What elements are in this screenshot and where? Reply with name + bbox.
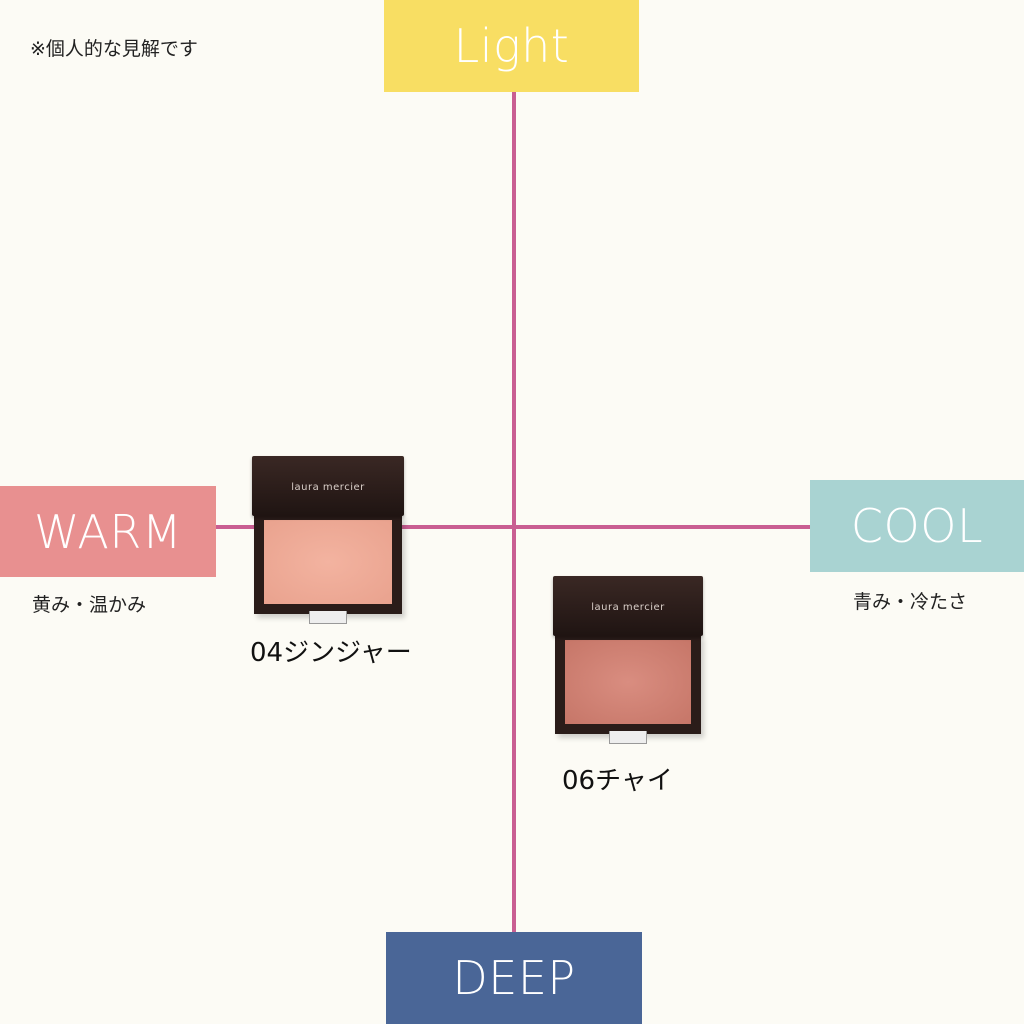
brand-logo: laura mercier (591, 602, 665, 613)
compact-clasp (609, 731, 647, 744)
compact-clasp (309, 611, 347, 624)
warm-subtitle: 黄み・温かみ (32, 594, 147, 616)
product-image-04-ginger: laura mercier (252, 456, 404, 626)
horizontal-axis-line (214, 525, 812, 529)
product-image-06-chai: laura mercier (553, 576, 703, 746)
axis-label-deep: DEEP (386, 932, 642, 1024)
product-name-04: 04ジンジャー (250, 638, 412, 668)
axis-label-warm: WARM (0, 486, 216, 577)
compact-base (555, 634, 701, 734)
product-name-06: 06チャイ (562, 766, 673, 796)
compact-lid (252, 456, 404, 516)
cool-subtitle: 青み・冷たさ (853, 591, 968, 613)
axis-label-light: Light (384, 0, 639, 92)
compact-lid (553, 576, 703, 636)
blush-pan (264, 520, 392, 604)
blush-pan (565, 640, 691, 724)
vertical-axis-line (512, 92, 516, 934)
compact-base (254, 514, 402, 614)
axis-label-cool: COOL (810, 480, 1024, 572)
brand-logo: laura mercier (291, 482, 365, 493)
disclaimer-note: ※個人的な見解です (30, 38, 198, 60)
